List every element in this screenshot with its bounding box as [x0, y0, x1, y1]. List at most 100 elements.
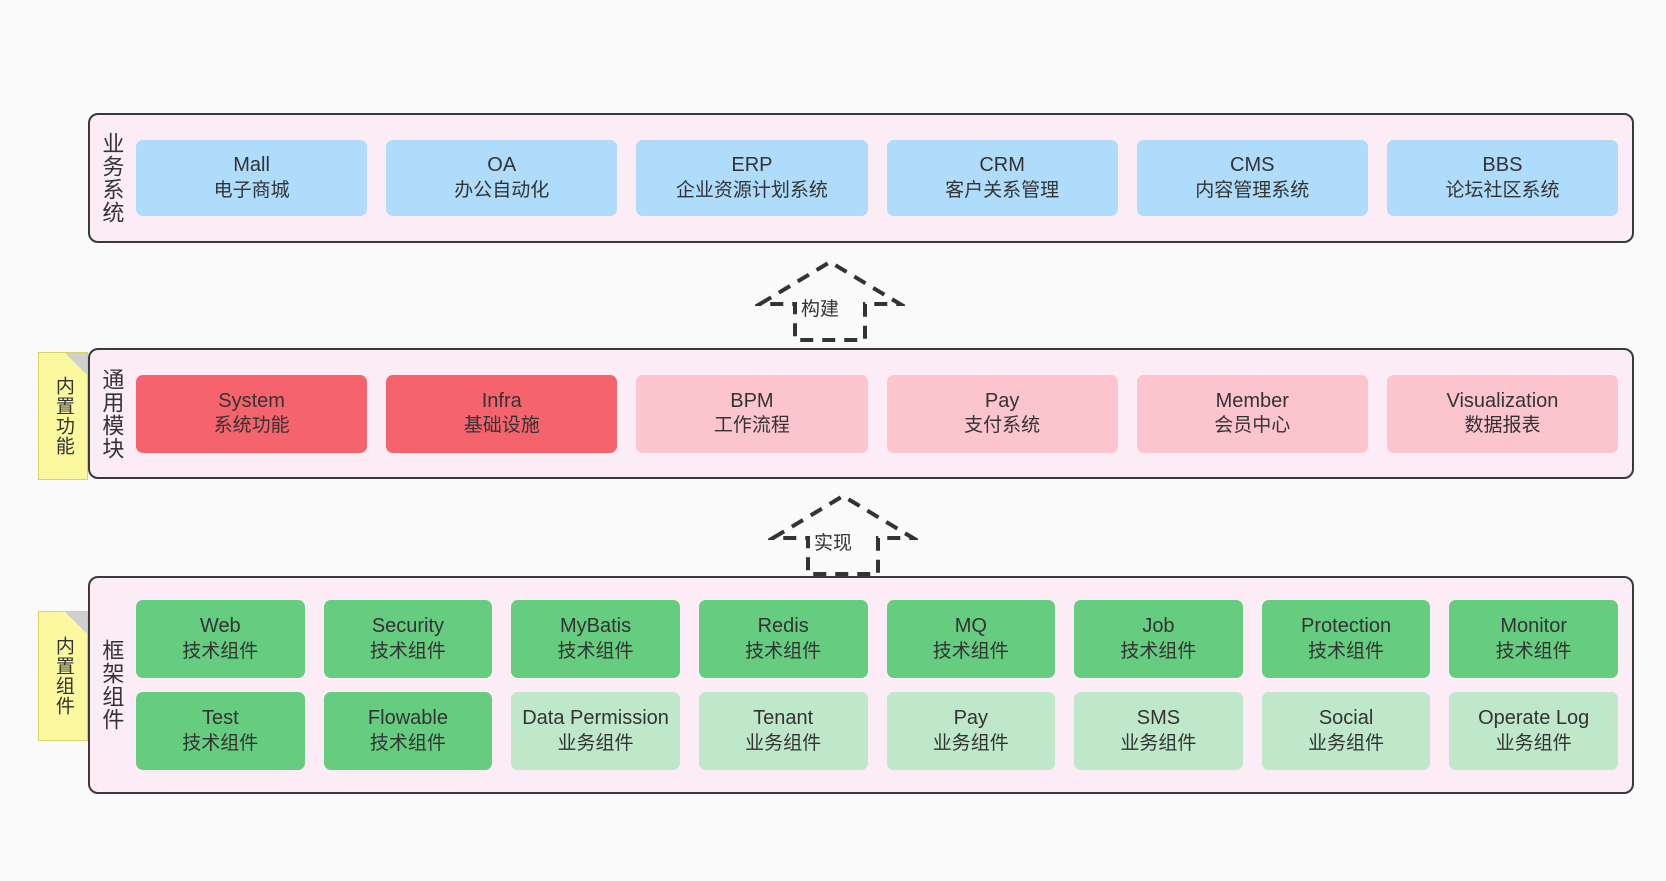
card-mq[interactable]: MQ 技术组件	[886, 600, 1056, 678]
card-row: Test 技术组件 Flowable 技术组件 Data Permission …	[136, 692, 1618, 770]
card-subtitle: 技术组件	[369, 732, 446, 754]
card-subtitle: 会员中心	[1214, 415, 1291, 437]
layer-body-framework: Web 技术组件 Security 技术组件 MyBatis 技术组件 Redi…	[132, 578, 1632, 792]
note-fold-corner-icon	[65, 612, 87, 634]
card-monitor[interactable]: Monitor 技术组件	[1449, 600, 1618, 678]
card-subtitle: 技术组件	[932, 640, 1009, 662]
card-title: Member	[1215, 389, 1289, 412]
card-subtitle: 技术组件	[745, 640, 822, 662]
arrow-label-implement: 实现	[814, 533, 853, 554]
card-title: MQ	[954, 615, 987, 638]
card-mall[interactable]: Mall 电子商城	[136, 140, 368, 216]
card-title: BBS	[1482, 154, 1523, 177]
card-flowable[interactable]: Flowable 技术组件	[323, 692, 493, 770]
card-title: Operate Log	[1478, 707, 1590, 730]
card-title: Redis	[757, 615, 809, 638]
card-sms[interactable]: SMS 业务组件	[1074, 692, 1243, 770]
layer-title-business: 业务系统	[99, 132, 125, 224]
arrow-build: 构建	[752, 258, 908, 344]
card-mybatis[interactable]: MyBatis 技术组件	[511, 600, 680, 678]
card-erp[interactable]: ERP 企业资源计划系统	[636, 140, 868, 216]
card-redis[interactable]: Redis 技术组件	[698, 600, 868, 678]
card-web[interactable]: Web 技术组件	[136, 600, 305, 678]
note-label: 内置功能	[52, 376, 74, 456]
card-title: Web	[199, 615, 241, 638]
layer-body-common: System 系统功能 Infra 基础设施 BPM 工作流程 Pay 支付系统…	[132, 350, 1632, 477]
card-subtitle: 客户关系管理	[945, 179, 1060, 201]
card-title: CMS	[1230, 154, 1275, 177]
card-subtitle: 业务组件	[745, 732, 822, 754]
card-operate-log[interactable]: Operate Log 业务组件	[1449, 692, 1618, 770]
card-crm[interactable]: CRM 客户关系管理	[886, 140, 1118, 216]
card-subtitle: 技术组件	[369, 640, 446, 662]
card-subtitle: 系统功能	[213, 415, 290, 437]
arrow-implement: 实现	[765, 492, 921, 578]
card-title: Infra	[481, 389, 522, 412]
card-subtitle: 企业资源计划系统	[675, 179, 828, 201]
note-builtin-features: 内置功能	[38, 352, 88, 480]
layer-title-common: 通用模块	[99, 367, 125, 460]
card-title: Monitor	[1500, 615, 1568, 638]
card-title: Job	[1142, 615, 1175, 638]
card-bbs[interactable]: BBS 论坛社区系统	[1386, 140, 1619, 216]
card-subtitle: 技术组件	[1495, 640, 1572, 662]
card-bpm[interactable]: BPM 工作流程	[636, 374, 868, 453]
note-label: 内置组件	[52, 636, 74, 716]
card-oa[interactable]: OA 办公自动化	[386, 140, 618, 216]
layer-framework-components: 框架组件 Web 技术组件 Security 技术组件 MyBatis 技术组件…	[88, 576, 1634, 794]
card-title: Mall	[233, 154, 270, 177]
card-title: Flowable	[367, 707, 448, 730]
card-title: Pay	[984, 389, 1020, 412]
card-subtitle: 业务组件	[557, 732, 634, 754]
card-row: Web 技术组件 Security 技术组件 MyBatis 技术组件 Redi…	[136, 600, 1618, 678]
layer-body-business: Mall 电子商城 OA 办公自动化 ERP 企业资源计划系统 CRM 客户关系…	[132, 115, 1632, 241]
card-job[interactable]: Job 技术组件	[1074, 600, 1243, 678]
card-title: CRM	[979, 154, 1025, 177]
card-row: Mall 电子商城 OA 办公自动化 ERP 企业资源计划系统 CRM 客户关系…	[136, 140, 1619, 216]
card-subtitle: 支付系统	[964, 415, 1041, 437]
card-system[interactable]: System 系统功能	[136, 374, 368, 453]
dashed-up-arrow-icon	[765, 493, 921, 576]
card-title: Visualization	[1446, 389, 1559, 412]
card-subtitle: 内容管理系统	[1195, 179, 1310, 201]
card-data-permission[interactable]: Data Permission 业务组件	[511, 692, 680, 770]
card-subtitle: 技术组件	[1120, 640, 1197, 662]
card-subtitle: 技术组件	[1308, 640, 1385, 662]
card-subtitle: 办公自动化	[454, 179, 550, 201]
card-title: System	[218, 389, 285, 412]
card-test[interactable]: Test 技术组件	[136, 692, 305, 770]
card-title: BPM	[730, 389, 774, 412]
layer-business-systems: 业务系统 Mall 电子商城 OA 办公自动化 ERP 企业资源计划系统 CRM…	[88, 113, 1634, 243]
card-tenant[interactable]: Tenant 业务组件	[698, 692, 868, 770]
card-pay[interactable]: Pay 支付系统	[886, 374, 1118, 453]
card-social[interactable]: Social 业务组件	[1261, 692, 1431, 770]
card-title: ERP	[731, 154, 773, 177]
card-infra[interactable]: Infra 基础设施	[386, 374, 618, 453]
card-title: Data Permission	[522, 707, 669, 730]
card-subtitle: 技术组件	[557, 640, 634, 662]
card-subtitle: 业务组件	[1495, 732, 1572, 754]
arrow-label-build: 构建	[801, 299, 840, 320]
note-fold-corner-icon	[65, 353, 87, 375]
card-cms[interactable]: CMS 内容管理系统	[1136, 140, 1368, 216]
card-title: MyBatis	[560, 615, 632, 638]
card-pay-business[interactable]: Pay 业务组件	[886, 692, 1056, 770]
card-member[interactable]: Member 会员中心	[1136, 374, 1368, 453]
note-builtin-components: 内置组件	[38, 611, 88, 741]
card-row: System 系统功能 Infra 基础设施 BPM 工作流程 Pay 支付系统…	[136, 374, 1619, 453]
card-title: OA	[487, 154, 517, 177]
card-subtitle: 技术组件	[182, 640, 259, 662]
card-subtitle: 数据报表	[1464, 415, 1541, 437]
card-subtitle: 技术组件	[182, 732, 259, 754]
card-subtitle: 业务组件	[1120, 732, 1197, 754]
card-visualization[interactable]: Visualization 数据报表	[1386, 374, 1619, 453]
layer-title-framework: 框架组件	[99, 639, 125, 731]
card-subtitle: 业务组件	[1308, 732, 1385, 754]
card-security[interactable]: Security 技术组件	[323, 600, 493, 678]
card-protection[interactable]: Protection 技术组件	[1261, 600, 1431, 678]
card-title: Test	[201, 707, 239, 730]
card-title: SMS	[1136, 707, 1181, 730]
card-subtitle: 电子商城	[213, 179, 290, 201]
card-title: Protection	[1301, 615, 1392, 638]
